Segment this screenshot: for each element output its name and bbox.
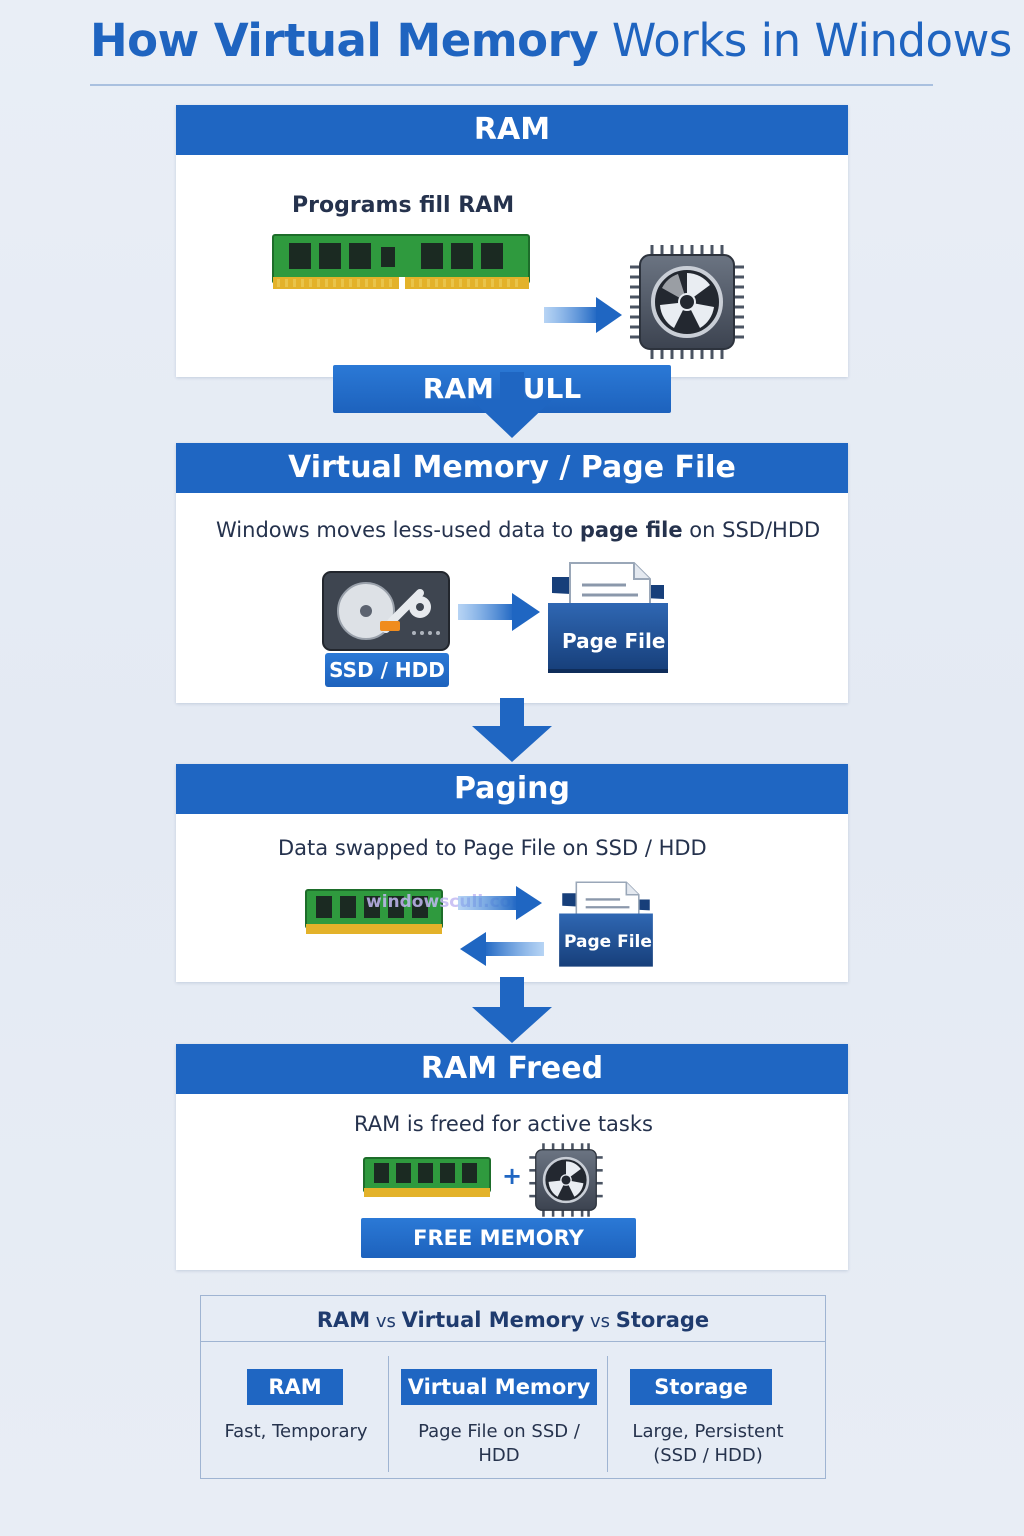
- page-title: How Virtual Memory Works in Windows: [90, 14, 1012, 67]
- column-divider: [607, 1356, 608, 1472]
- comparison-table: RAM vs Virtual Memory vs Storage RAM Fas…: [200, 1295, 826, 1479]
- free-memory-badge: FREE MEMORY: [361, 1218, 636, 1258]
- cpu-chip-icon: [630, 245, 744, 359]
- compare-storage-label: Storage: [630, 1369, 772, 1405]
- page-file-folder-small-icon: [559, 881, 653, 967]
- compare-virtual-memory-label: Virtual Memory: [401, 1369, 597, 1405]
- page-file-folder-icon: [548, 562, 668, 673]
- step-ram-header: RAM: [176, 105, 848, 155]
- compare-virtual-memory-desc: Page File on SSD / HDD: [418, 1421, 580, 1466]
- step-virtual-memory-header: Virtual Memory / Page File: [176, 443, 848, 493]
- compare-ram-desc: Fast, Temporary: [224, 1421, 368, 1442]
- flow-arrow-3: [472, 977, 552, 1043]
- ram-to-cpu-arrow: [544, 297, 622, 333]
- step-ram-caption: Programs fill RAM: [292, 193, 515, 218]
- ram-stick-small-icon: [305, 889, 443, 934]
- ssd-hdd-label: SSD / HDD: [325, 653, 449, 687]
- step-ram-card: RAM Programs fill RAM: [176, 105, 848, 413]
- plus-sign: +: [502, 1162, 523, 1190]
- title-light: Works in Windows: [611, 14, 1012, 67]
- ram-stick-freed-icon: [363, 1157, 491, 1197]
- title-divider: [90, 84, 933, 86]
- title-bold: How Virtual Memory: [90, 14, 599, 67]
- step-paging-caption: Data swapped to Page File on SSD / HDD: [278, 836, 707, 860]
- step-virtual-memory-card: Virtual Memory / Page File Windows moves…: [176, 443, 848, 703]
- step-paging-card: Paging Data swapped to Page File on SSD …: [176, 764, 848, 982]
- drive-to-pagefile-arrow: [458, 593, 540, 631]
- hard-drive-icon: [322, 571, 450, 651]
- page-file-label: Page File: [562, 629, 666, 653]
- comparison-title: RAM vs Virtual Memory vs Storage: [201, 1296, 825, 1342]
- step-ram-freed-header: RAM Freed: [176, 1044, 848, 1094]
- flow-arrow-2: [472, 698, 552, 762]
- cpu-chip-small-icon: [529, 1143, 603, 1217]
- swap-arrows-icon: [458, 886, 544, 966]
- step-paging-header: Paging: [176, 764, 848, 814]
- compare-ram-label: RAM: [247, 1369, 343, 1405]
- flow-arrow-1: [472, 372, 552, 438]
- step-ram-freed-caption: RAM is freed for active tasks: [354, 1112, 653, 1136]
- step-virtual-memory-caption: Windows moves less-used data to page fil…: [216, 518, 821, 542]
- step-ram-freed-card: RAM Freed RAM is freed for active tasks …: [176, 1044, 848, 1270]
- paging-page-file-label: Page File: [564, 932, 652, 952]
- compare-storage-desc: Large, Persistent(SSD / HDD): [632, 1421, 784, 1466]
- column-divider: [388, 1356, 389, 1472]
- ram-stick-icon: [272, 234, 530, 291]
